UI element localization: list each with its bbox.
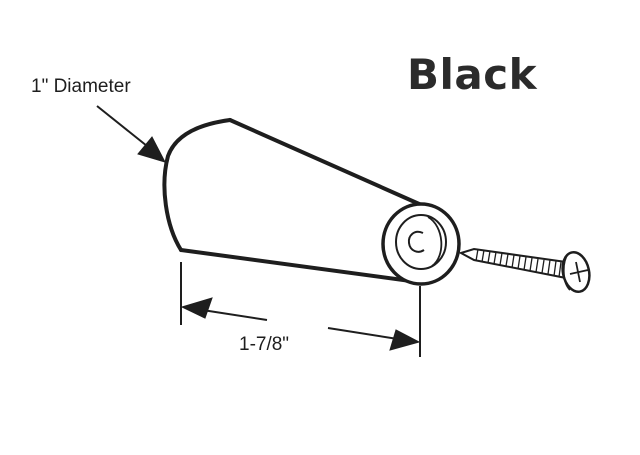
- length-label: 1-7/8": [239, 334, 290, 355]
- screw-threads: [475, 248, 562, 278]
- dimension-arrowhead-left-icon: [180, 297, 213, 319]
- diameter-arrowhead-icon: [137, 136, 166, 163]
- screw: [458, 247, 591, 293]
- color-title: Black: [407, 50, 538, 99]
- end-cap-inner: [395, 214, 447, 270]
- tapered-knob: [162, 118, 428, 284]
- diameter-callout: [96, 105, 166, 163]
- knob-bottom-edge: [179, 248, 420, 284]
- end-cap-c-mark-icon: [407, 230, 425, 253]
- knob-left-end: [162, 118, 232, 252]
- end-cap: [381, 202, 461, 286]
- dimension-arrowhead-right-icon: [389, 329, 421, 351]
- length-dimension: [180, 262, 421, 357]
- dimension-line-right: [327, 327, 405, 341]
- phillips-cross-icon: [569, 261, 589, 283]
- knob-top-edge: [228, 118, 428, 209]
- screw-head-rim: [562, 253, 571, 291]
- end-cap-recess-shadow: [427, 216, 443, 267]
- diameter-leader-line: [96, 105, 153, 151]
- diameter-label: 1" Diameter: [31, 76, 131, 97]
